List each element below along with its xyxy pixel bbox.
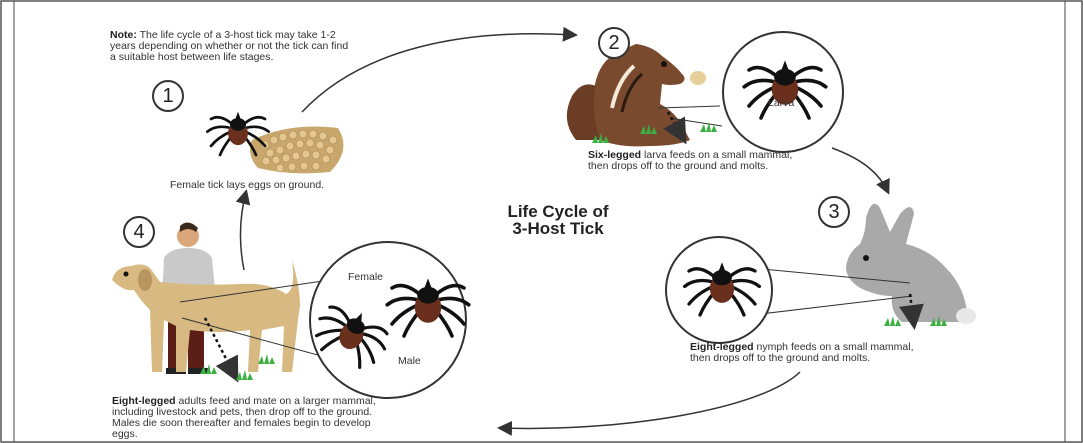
egg-cluster [250,127,343,174]
chipmunk [567,44,706,146]
note-line-3: a suitable host between life stages. [110,52,440,63]
stage-1-number: 1 [152,80,184,112]
stage-3-caption: Eight-legged nymph feeds on a small mamm… [690,342,1000,364]
female-label: Female [348,272,383,283]
title-line-2: 3-Host Tick [488,220,628,237]
larva-label: Larva [768,98,794,109]
stage-2-line-2: then drops off to the ground and molts. [588,161,888,172]
stage-1-caption: Female tick lays eggs on ground. [170,180,324,191]
stage-2-caption: Six-legged larva feeds on a small mammal… [588,150,888,172]
rabbit-zoom-line-2 [752,296,912,315]
stage-3-line-2: then drops off to the ground and molts. [690,353,1000,364]
diagram-title: Life Cycle of 3-Host Tick [488,203,628,237]
rabbit [846,204,976,324]
stage-3-number: 3 [818,196,850,228]
chipmunk-zoom-line-1 [658,106,720,108]
arrow-3-to-4 [500,372,800,428]
male-label: Male [398,356,421,367]
note-text: Note: The life cycle of a 3-host tick ma… [110,30,440,63]
arrow-4-to-1 [240,192,246,270]
title-line-1: Life Cycle of [488,203,628,220]
stage-4-line-4: eggs. [112,429,442,440]
grass [258,354,275,364]
stage-4-line-3: Males die soon thereafter and females be… [112,418,442,429]
stage-2-number: 2 [598,27,630,59]
stage-4-number: 4 [123,216,155,248]
stage-4-caption: Eight-legged adults feed and mate on a l… [112,396,442,440]
